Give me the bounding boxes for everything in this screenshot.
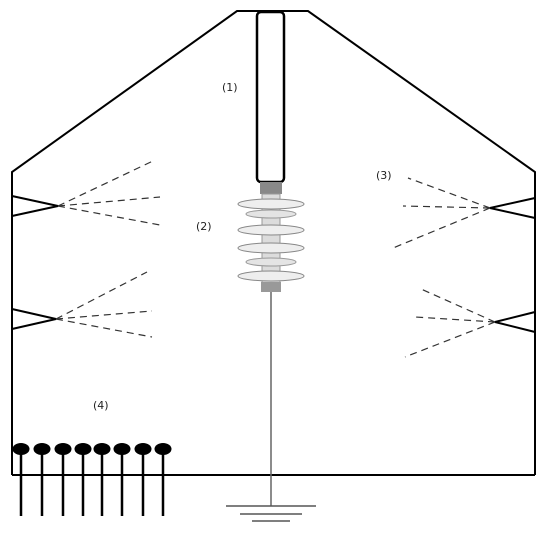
heater-icon [74,443,92,516]
heater-icon [113,443,131,516]
heater-icon [154,443,172,516]
spray-nozzle-right-upper [392,177,536,249]
label-rod: (1) [222,81,238,94]
label-spray-nozzles: (3) [376,169,392,182]
spray-nozzle-right-lower [404,288,536,358]
spray-nozzle-left-lower [11,271,153,338]
heater-array [12,443,172,516]
spray-nozzle-left-upper [11,159,161,226]
spray-nozzle-icon [11,308,57,330]
spray-nozzle-icon [494,311,536,333]
heater-icon [33,443,51,516]
label-insulator: (2) [196,220,212,233]
spray-nozzle-icon [489,197,536,219]
heater-icon [134,443,152,516]
heater-icon [12,443,30,516]
composite-insulator [237,182,305,292]
ground-icon [226,505,316,522]
hv-rod [255,10,286,184]
label-heaters: (4) [93,399,109,412]
heater-icon [93,443,111,516]
spray-nozzle-icon [11,195,59,217]
heater-icon [54,443,72,516]
